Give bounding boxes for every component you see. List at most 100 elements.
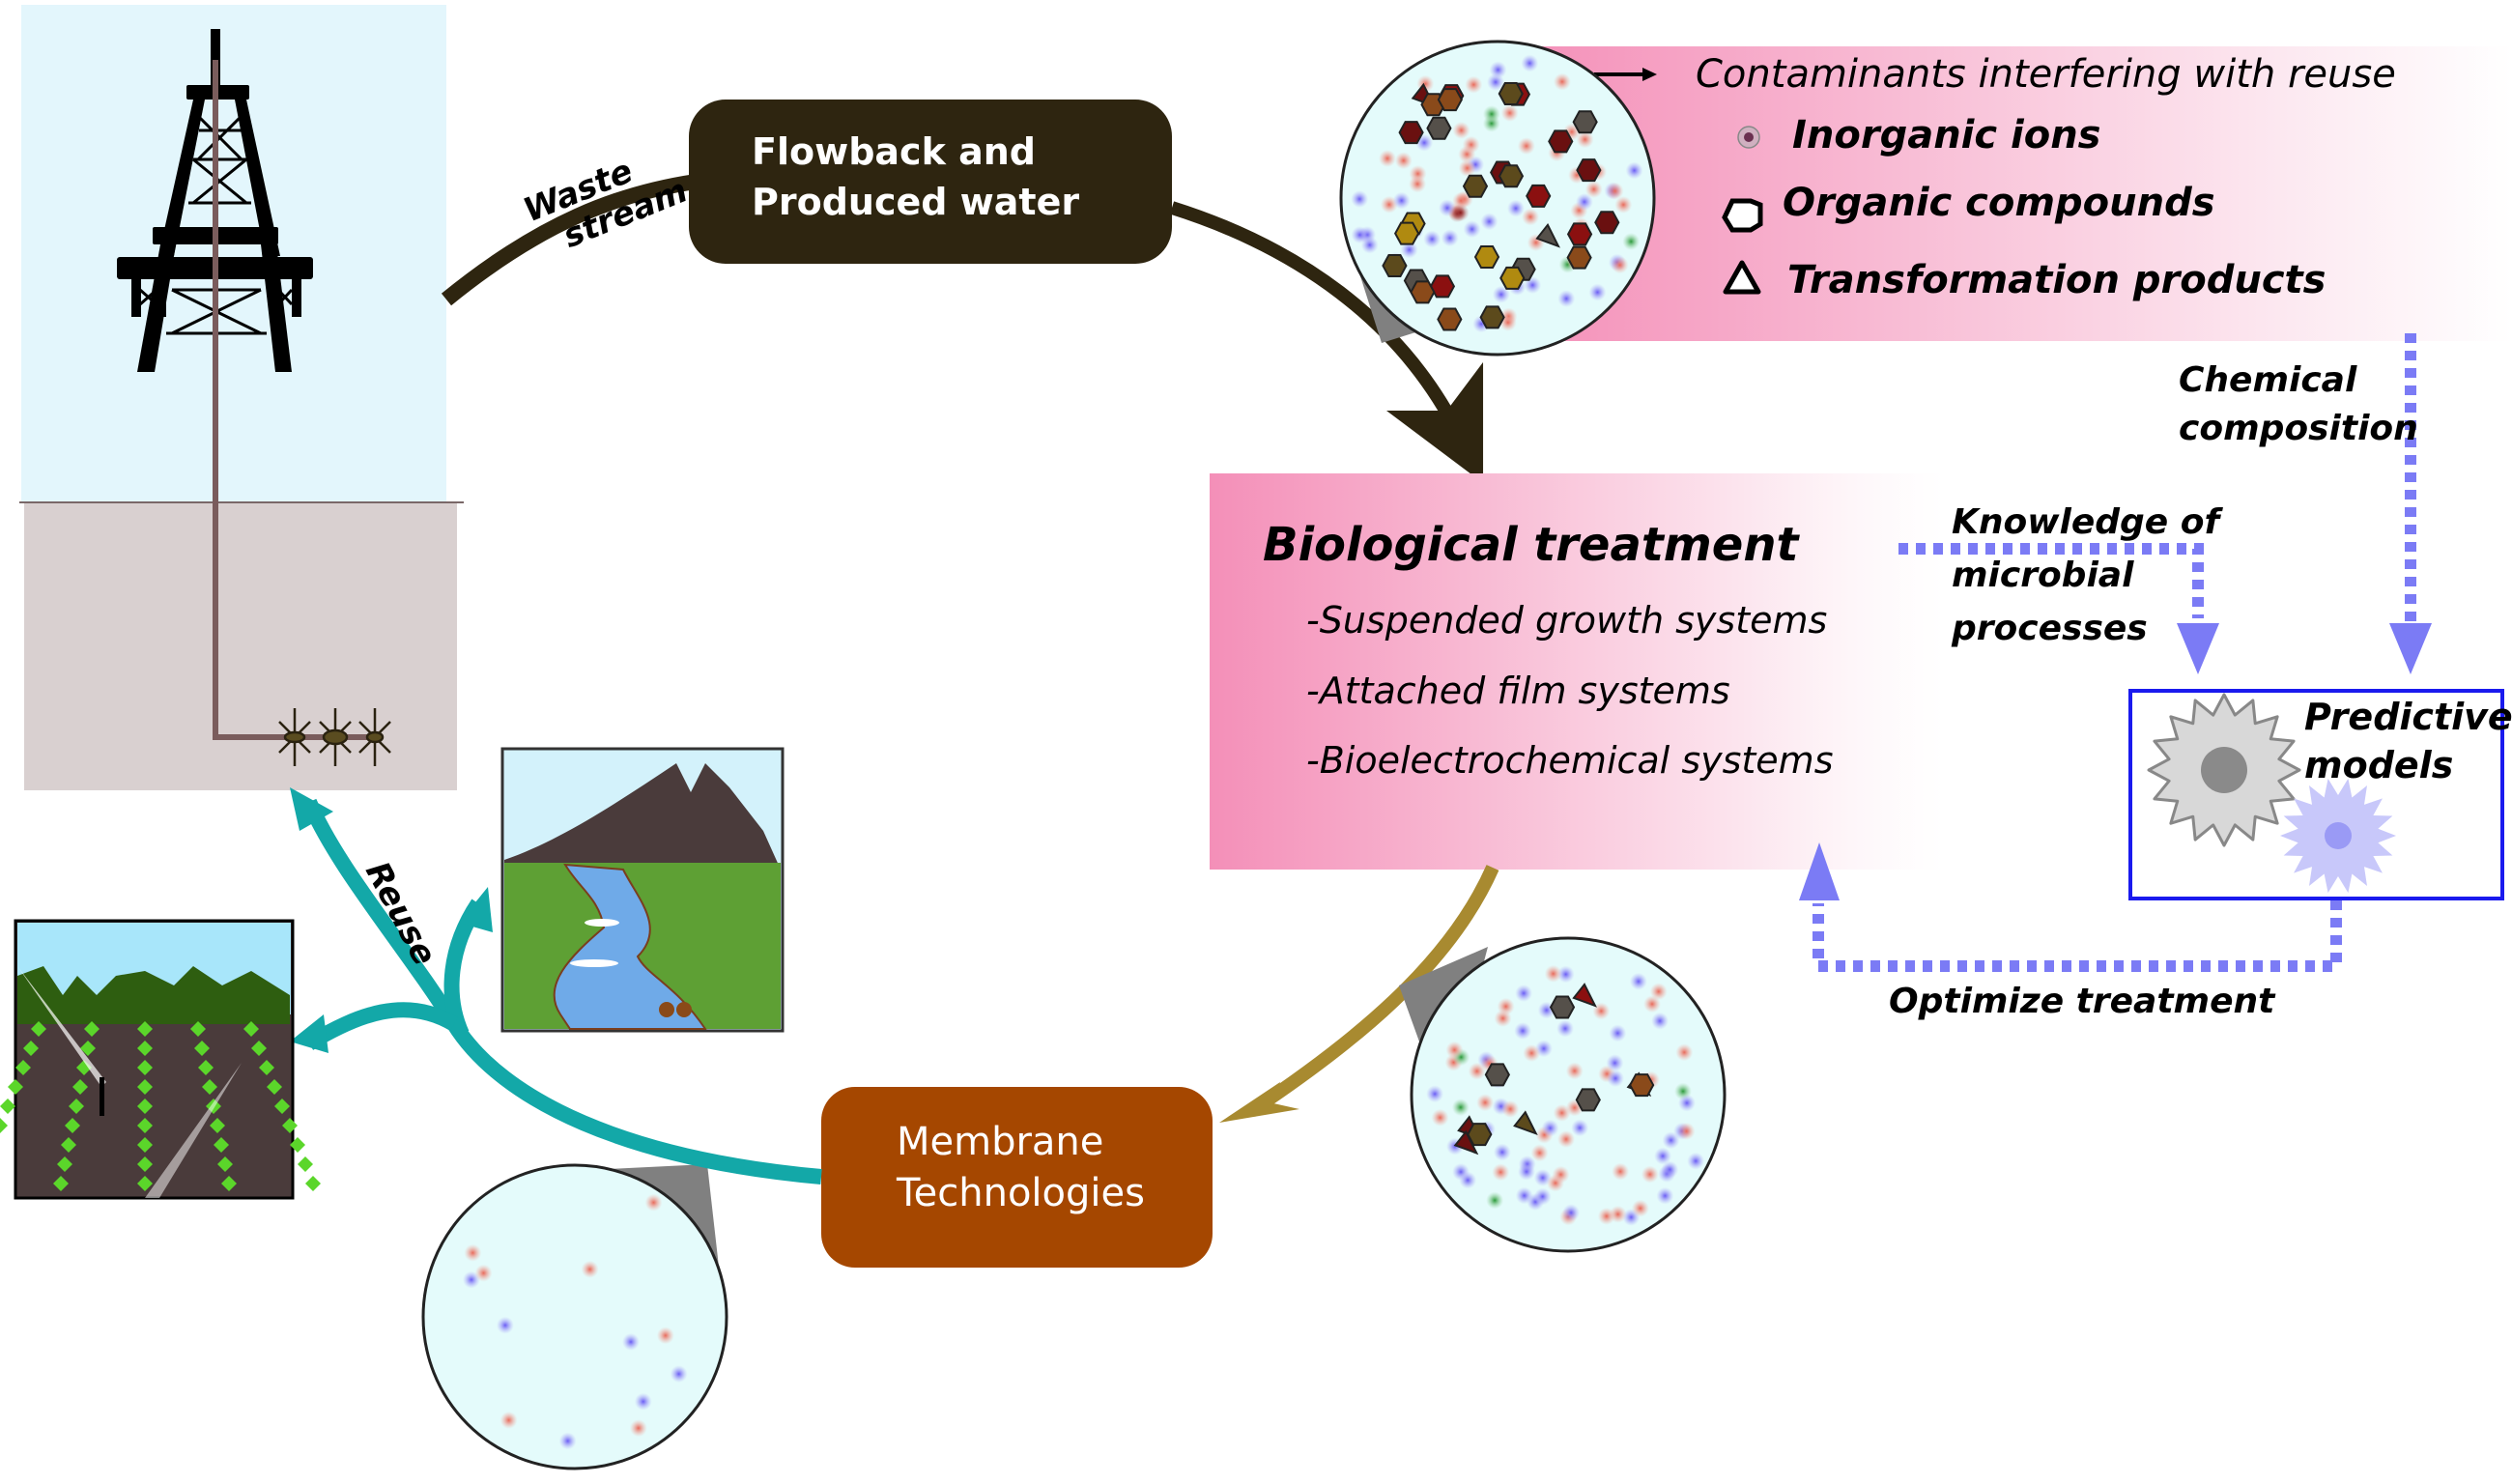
crop-plant: [69, 1099, 84, 1114]
bio-item-attached: -Attached film systems: [1306, 670, 1730, 712]
biological-treatment-box[interactable]: [1210, 473, 1944, 870]
ion-particle: [1392, 191, 1411, 210]
organic-compound-marker: [1594, 211, 1620, 235]
crop-plant: [15, 1060, 31, 1075]
ion-particle: [1476, 1094, 1495, 1112]
ion-particle: [1492, 1163, 1510, 1182]
organic-compound-marker: [1398, 121, 1424, 145]
organic-compound-marker: [1437, 88, 1464, 112]
ion-particle: [1612, 1162, 1630, 1181]
ion-particle: [1622, 232, 1641, 250]
ion-particle: [1501, 1099, 1520, 1118]
crop-plant: [137, 1156, 153, 1172]
ion-particle: [1452, 121, 1470, 139]
organic-compound-marker: [1499, 266, 1526, 290]
ion-particle: [1530, 1144, 1549, 1162]
ion-particle: [1445, 1041, 1464, 1059]
ion-particle: [1351, 190, 1369, 209]
magnifier-circle: [421, 1163, 728, 1470]
ion-particle: [1426, 1085, 1444, 1103]
flowback-node[interactable]: Flowback and Produced water: [689, 100, 1172, 264]
crop-plant: [190, 1021, 206, 1037]
ion-particle: [1463, 220, 1481, 239]
organic-compound-marker: [1394, 221, 1420, 245]
transformation-product-marker: [1513, 1110, 1538, 1136]
contaminant-legend-background: [1507, 46, 2512, 341]
flowback-label-line2: Produced water: [752, 181, 1079, 223]
crop-plant: [259, 1060, 274, 1075]
legend-item-organic-compounds: Organic compounds: [1722, 181, 2215, 233]
ion-particle: [1489, 61, 1507, 79]
treated-water-magnifier: [1399, 936, 1727, 1253]
predictive-label-line2: models: [2304, 744, 2453, 786]
ion-particle: [1451, 204, 1470, 222]
legend-item-inorganic-ions: Inorganic ions: [1737, 113, 2101, 157]
organic-compound-marker: [1576, 158, 1602, 183]
membrane-technologies-box[interactable]: [821, 1087, 1213, 1268]
arrowhead-field: [290, 1014, 328, 1053]
ion-particle: [1553, 72, 1571, 91]
ion-particle: [1687, 1152, 1705, 1170]
sky-background: [21, 5, 446, 502]
predictive-models-node[interactable]: Predictive models: [2128, 689, 2512, 900]
ion-particle: [1441, 229, 1459, 247]
crop-plant: [274, 1099, 290, 1114]
ion-particle: [474, 1264, 493, 1282]
ion-particle: [1629, 972, 1647, 990]
flowback-to-bio-arrow: [1169, 201, 1484, 484]
legend-label: Transformation products: [1787, 258, 2326, 302]
crop-plant: [137, 1099, 153, 1114]
ion-particle: [1409, 175, 1427, 193]
membrane-technologies-node[interactable]: Membrane Technologies: [821, 1087, 1213, 1268]
biological-treatment-title: Biological treatment: [1263, 518, 1801, 572]
knowledge-label-line3: processes: [1951, 609, 2148, 648]
arrowhead-well: [290, 787, 333, 831]
hexagon-icon: [1722, 198, 1763, 233]
ion-particle: [1544, 964, 1562, 983]
ion-particle: [634, 1392, 652, 1411]
organic-compound-marker: [1498, 164, 1525, 188]
ion-particle: [1523, 1044, 1541, 1063]
ion-particle: [1500, 103, 1519, 122]
ion-particle: [1514, 1022, 1532, 1041]
organic-compound-marker: [1575, 1088, 1601, 1112]
triangle-icon: [1723, 260, 1761, 295]
organic-compound-marker: [1484, 1063, 1510, 1087]
gear-icon-small: [2280, 778, 2396, 894]
ion-particle: [1675, 1043, 1694, 1062]
ion-particle: [1625, 161, 1643, 180]
ion-particle: [1565, 1062, 1584, 1080]
crop-plant: [210, 1118, 225, 1133]
fracture-icons: [278, 708, 391, 766]
ion-particle: [621, 1332, 640, 1351]
ion-particle: [1597, 1207, 1615, 1225]
crop-plant: [84, 1021, 100, 1037]
flowback-box[interactable]: [689, 100, 1172, 264]
biological-treatment-node[interactable]: Biological treatment -Suspended growth s…: [1210, 473, 1944, 870]
ion-particle: [1521, 54, 1539, 72]
ion-particle: [1651, 1012, 1670, 1030]
optimize-arrow: [1813, 900, 2342, 972]
crop-plant: [137, 1021, 153, 1037]
ion-particle: [1506, 199, 1525, 217]
organic-compound-marker: [1526, 184, 1552, 208]
clean-water-magnifier: [421, 1163, 728, 1470]
legend-label: Inorganic ions: [1792, 113, 2101, 157]
ion-particle: [1661, 1160, 1679, 1179]
reuse-to-well-arrow: [301, 798, 822, 1184]
arrowhead-optimize: [1799, 842, 1840, 900]
ion-particle: [1677, 1122, 1696, 1140]
ion-particle: [1533, 1187, 1552, 1206]
ion-particle: [558, 1432, 577, 1450]
knowledge-label-line2: microbial: [1952, 556, 2134, 595]
crop-plant: [221, 1176, 237, 1191]
crop-plant: [80, 1041, 96, 1056]
chemical-label-line2: composition: [2179, 409, 2418, 448]
ion-particle: [1518, 1162, 1536, 1181]
ion-particle: [1614, 195, 1633, 214]
ion-particle: [1431, 1108, 1449, 1127]
ion-particle: [644, 1193, 663, 1212]
organic-compound-marker: [1462, 174, 1489, 198]
ion-particle: [1360, 236, 1379, 254]
